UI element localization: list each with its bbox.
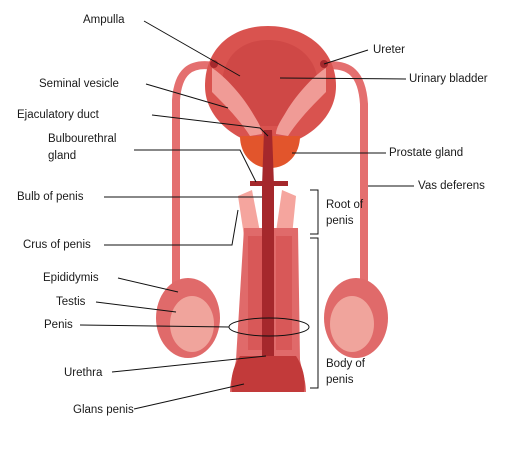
penis-label: Penis: [44, 319, 73, 331]
glans: [231, 356, 305, 392]
bulbourethral-label-1: Bulbourethral: [48, 133, 117, 145]
glans-penis-label: Glans penis: [73, 404, 134, 416]
crus-left: [238, 190, 260, 236]
seminal-vesicle-right: [276, 68, 326, 136]
root-of-penis-label-1: Root of: [326, 199, 364, 211]
leader-lines: [79, 20, 414, 410]
ampulla-label: Ampulla: [83, 14, 125, 26]
bulbourethral-bar: [250, 181, 288, 186]
corpus-inner-left: [248, 236, 262, 350]
body-of-penis-label-1: Body of: [326, 358, 365, 370]
vas-deferens-label: Vas deferens: [418, 180, 485, 192]
urinary-bladder-label: Urinary bladder: [409, 73, 488, 85]
body-of-penis-label-2: penis: [326, 374, 354, 386]
root-of-penis-label-2: penis: [326, 215, 354, 227]
epididymis-label: Epididymis: [43, 272, 99, 284]
bulbourethral-label-2: gland: [48, 150, 77, 162]
testis-label: Testis: [56, 296, 86, 308]
crus-of-penis-label: Crus of penis: [23, 239, 91, 251]
ureter-label: Ureter: [373, 44, 405, 56]
seminal-vesicle-left: [212, 68, 262, 136]
ejaculatory-duct-label: Ejaculatory duct: [17, 109, 99, 121]
testis-right: [324, 278, 388, 358]
vas-deferens-left: [172, 61, 218, 290]
prostate-gland-label: Prostate gland: [389, 147, 464, 159]
bulb-of-penis-label: Bulb of penis: [17, 191, 84, 203]
urethra-label: Urethra: [64, 367, 103, 379]
crus-right: [276, 190, 296, 236]
testis-left: [156, 278, 220, 358]
corpus-inner-right: [276, 236, 292, 350]
urethra-top: [262, 130, 274, 186]
seminal-vesicle-label: Seminal vesicle: [39, 78, 119, 90]
brackets: [310, 189, 319, 389]
